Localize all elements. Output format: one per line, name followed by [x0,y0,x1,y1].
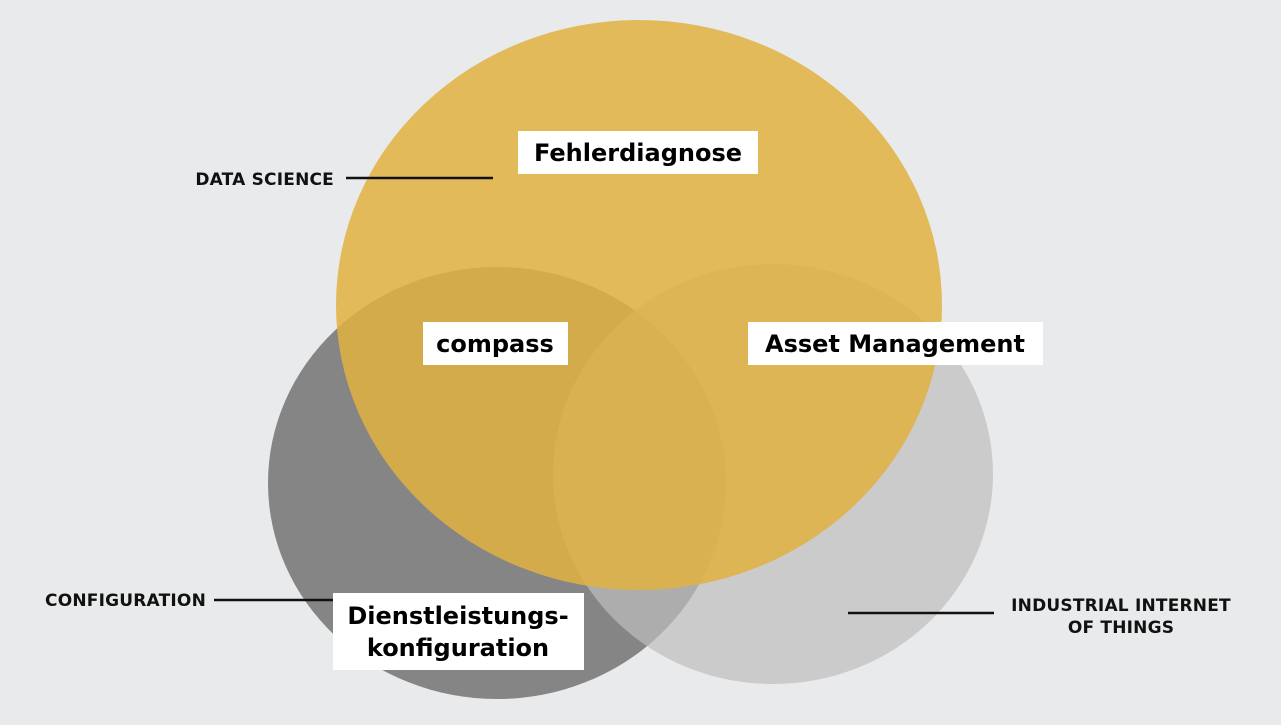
circle-data-science [336,20,942,590]
text-compass: compass [436,330,554,358]
label-iiot-line2: OF THINGS [1068,618,1174,638]
text-asset-management: Asset Management [765,330,1025,358]
label-configuration: CONFIGURATION [45,591,206,611]
label-iiot-line1: INDUSTRIAL INTERNET [1011,596,1231,616]
label-box-asset-management [748,322,1043,365]
label-box-dienstleistungskonfiguration [333,593,584,670]
text-fehlerdiagnose: Fehlerdiagnose [534,139,742,167]
region-asset-management: Asset Management [748,322,1043,365]
text-dienstleistungskonfiguration-line2: konfiguration [367,634,549,662]
label-box-fehlerdiagnose [518,131,758,174]
region-compass: compass [423,322,568,365]
text-dienstleistungskonfiguration-line1: Dienstleistungs- [347,602,568,630]
region-fehlerdiagnose: Fehlerdiagnose [518,131,758,174]
region-dienstleistungskonfiguration: Dienstleistungs- konfiguration [333,593,584,670]
label-data-science: DATA SCIENCE [195,170,334,190]
label-box-compass [423,322,568,365]
